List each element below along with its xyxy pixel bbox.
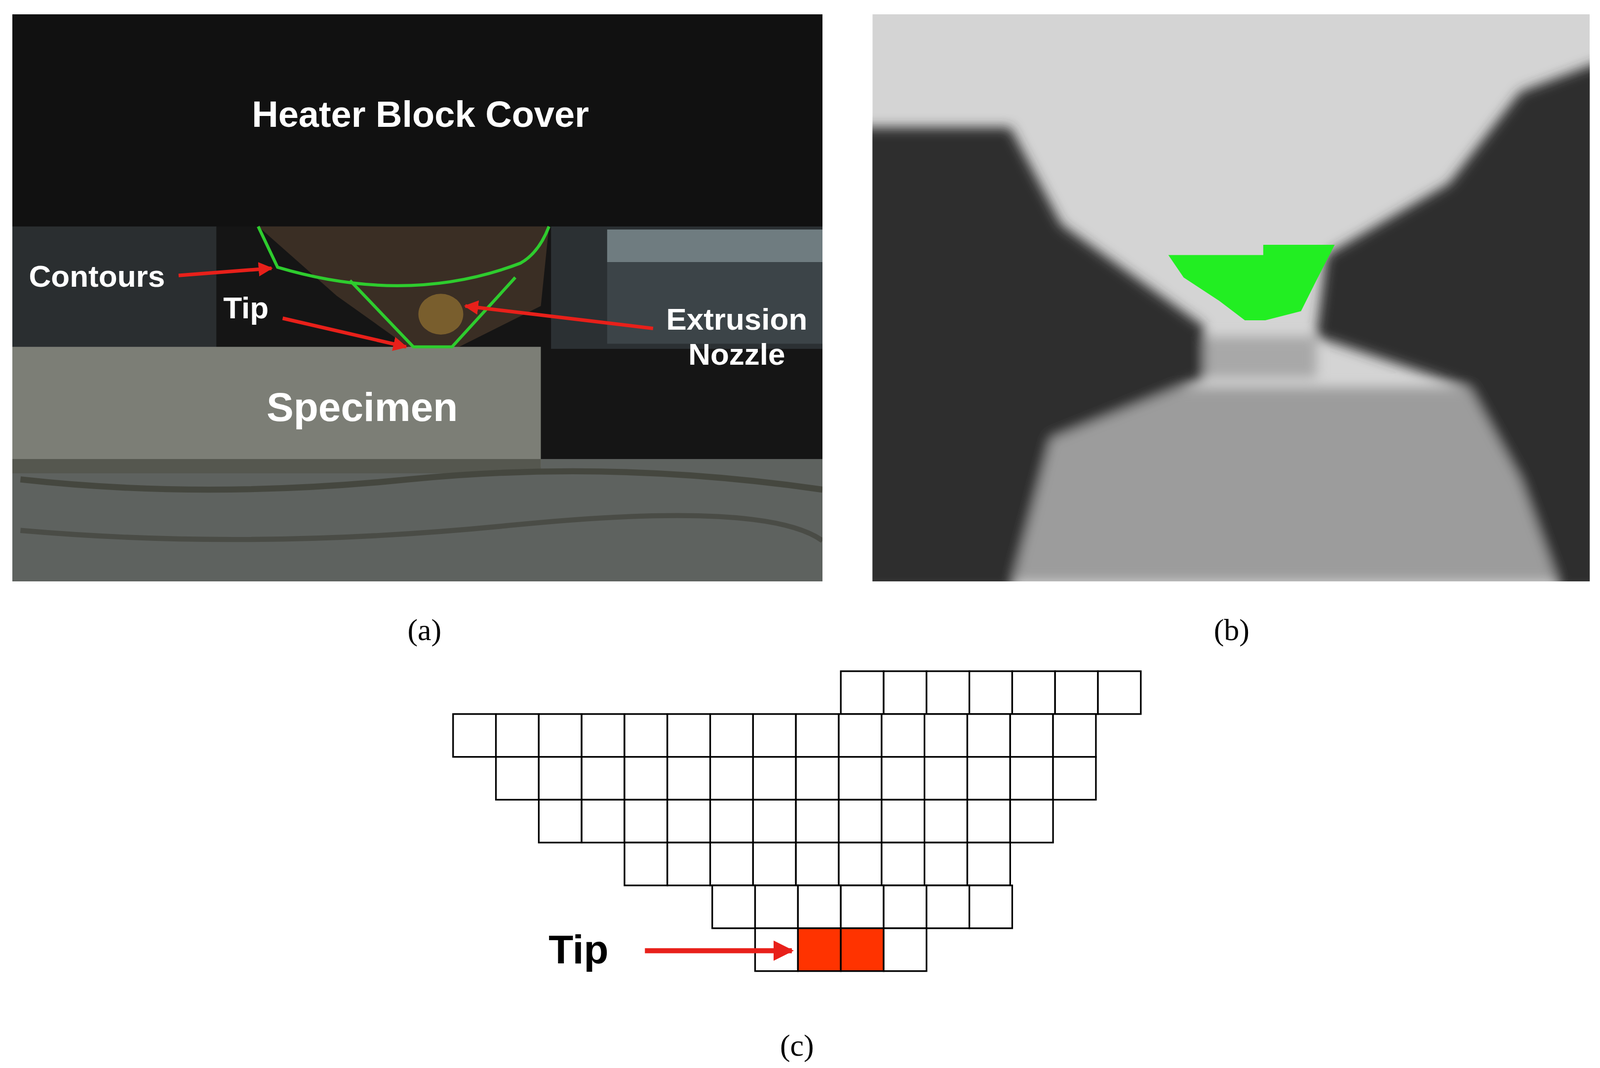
part-label: Specimen [266,384,458,431]
subfigure-label: (a) [407,613,442,649]
grid-cell [667,842,711,886]
grid-cell [1097,671,1141,715]
grid-cell [581,757,625,801]
pixel-grid [453,671,1141,972]
grid-cell [624,757,668,801]
grid-cell [967,842,1011,886]
grid-cell [795,799,839,843]
tip-arrow [644,948,792,954]
grid-cell [496,757,540,801]
subfigure-label: (b) [1213,613,1250,649]
grid-cell [795,757,839,801]
grid-cell [538,799,582,843]
grid-cell [752,842,796,886]
grid-cell [883,671,927,715]
grid-cell [581,714,625,758]
grid-cell [624,842,668,886]
subfigure-label: (c) [780,1028,815,1064]
grid-cell [881,799,925,843]
grid-cell [838,842,882,886]
grid-cell [581,799,625,843]
callout-label: Tip [548,926,609,974]
grid-cell [840,885,884,929]
grid-cell [926,885,970,929]
grid-cell [1053,757,1096,801]
grid-cell [1053,714,1096,758]
photo-panel [12,14,823,582]
grid-cell [838,714,882,758]
grid-cell [667,757,711,801]
grid-cell [1010,757,1054,801]
grid-cell [797,885,841,929]
grid-cell [710,757,754,801]
grid-cell [881,842,925,886]
grid-cell [795,842,839,886]
grayscale-panel [872,14,1590,582]
grid-cell [1010,714,1054,758]
grid-cell [881,714,925,758]
grid-cell [538,714,582,758]
grid-cell [926,671,970,715]
grid-cell [710,842,754,886]
grid-cell [1054,671,1098,715]
grid-cell [969,671,1013,715]
grid-cell [752,757,796,801]
grid-cell [1010,799,1054,843]
panel-label: Heater Block Cover [251,93,589,136]
grid-cell [924,842,968,886]
tip-cell [797,928,841,972]
grid-cell [1012,671,1055,715]
callout-label: Extrusion Nozzle [647,301,826,373]
grid-cell [883,885,927,929]
grid-cell [881,757,925,801]
grid-cell [710,799,754,843]
tip-cell [840,928,884,972]
grid-cell [967,714,1011,758]
grid-cell [838,757,882,801]
grid-cell [710,714,754,758]
grid-cell [924,714,968,758]
grid-cell [624,799,668,843]
grid-cell [967,799,1011,843]
grid-cell [883,928,927,972]
grid-cell [752,799,796,843]
grid-cell [924,757,968,801]
grid-cell [969,885,1013,929]
grid-cell [967,757,1011,801]
grid-cell [667,714,711,758]
grid-cell [538,757,582,801]
grid-cell [712,885,756,929]
grid-cell [755,885,799,929]
grid-cell [624,714,668,758]
grid-cell [752,714,796,758]
grid-cell [667,799,711,843]
grid-cell [924,799,968,843]
grid-cell [795,714,839,758]
grid-cell [838,799,882,843]
callout-label: Contours [29,258,166,294]
grid-cell [496,714,540,758]
grid-cell [453,714,497,758]
grid-cell [840,671,884,715]
callout-label: Tip [223,290,269,326]
